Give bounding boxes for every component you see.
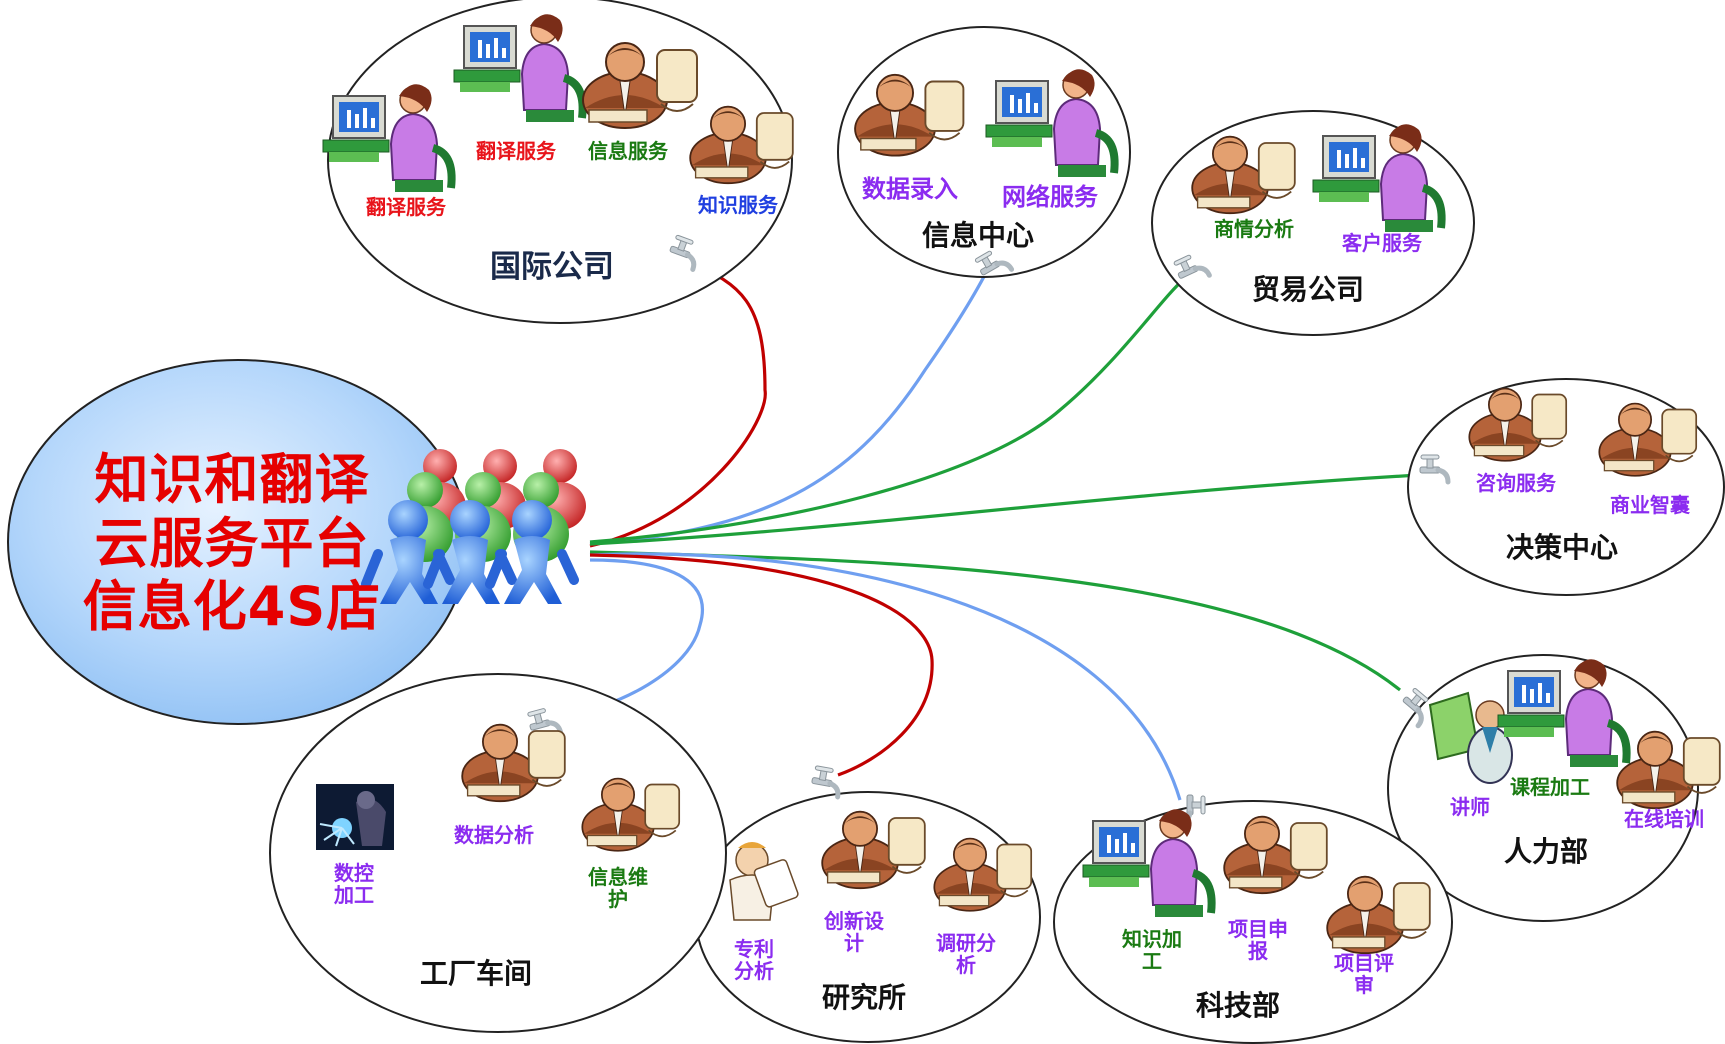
node-renli-item: 在线培训 <box>1624 807 1704 831</box>
node-gongchang-item: 数控 加工 <box>334 862 374 907</box>
node-keji-item: 项目申 报 <box>1228 918 1288 963</box>
hub-title: 知识和翻译 云服务平台 信息化4S店 <box>82 448 382 639</box>
node-gongchang-item-line: 加工 <box>334 883 374 908</box>
node-yanjiu-title: 研究所 <box>822 981 907 1014</box>
node-juece-title: 决策中心 <box>1506 531 1619 564</box>
node-keji-item: 项目评 审 <box>1334 952 1394 997</box>
link-renli <box>589 550 1401 692</box>
node-maoyi-item: 客户服务 <box>1342 231 1422 255</box>
hub-line3: 信息化4S店 <box>82 575 382 639</box>
link-juece <box>589 473 1421 546</box>
node-gongchang-item-line: 数控 <box>334 861 374 885</box>
link-guoji <box>589 260 767 548</box>
node-guoji-item: 翻译服务 <box>476 139 556 163</box>
node-gongchang-title: 工厂车间 <box>420 957 533 990</box>
node-yanjiu-item: 创新设 计 <box>824 910 884 955</box>
link-yanjiu <box>589 553 934 777</box>
node-keji-item-line: 项目申 <box>1228 917 1288 941</box>
node-yanjiu-item-line: 析 <box>956 953 976 978</box>
node-yanjiu-item-line: 计 <box>844 931 864 956</box>
node-keji-item-line: 报 <box>1248 939 1268 964</box>
node-yanjiu-item-line: 创新设 <box>824 909 884 933</box>
node-guoji-title: 国际公司 <box>490 249 614 285</box>
node-yanjiu-item-line: 分析 <box>734 959 774 984</box>
node-xinxi-item: 数据录入 <box>862 175 958 203</box>
node-keji-item-line: 项目评 <box>1334 951 1394 975</box>
node-juece-item: 咨询服务 <box>1476 471 1556 495</box>
node-yanjiu-item-line: 调研分 <box>936 931 996 955</box>
node-gongchang-item-line: 信息维 <box>588 865 648 889</box>
node-yanjiu-item-line: 专利 <box>734 937 774 961</box>
node-gongchang-item-line: 护 <box>608 887 628 912</box>
welder-icon <box>316 784 394 850</box>
node-gongchang-item: 数据分析 <box>454 823 534 847</box>
node-guoji-item: 翻译服务 <box>366 195 446 219</box>
link-keji <box>589 552 1182 801</box>
node-gongchang-ellipse <box>269 673 727 1033</box>
node-renli-title: 人力部 <box>1504 835 1589 868</box>
team-icon <box>361 449 586 604</box>
link-xinxi <box>589 264 992 546</box>
node-yanjiu-item: 调研分 析 <box>936 932 996 977</box>
node-maoyi-title: 贸易公司 <box>1252 273 1365 306</box>
faucet-icon <box>810 765 842 796</box>
hub-line1: 知识和翻译 <box>94 448 370 511</box>
lecturer-icon <box>1428 691 1513 784</box>
node-yanjiu-item: 专利 分析 <box>734 938 774 983</box>
link-maoyi <box>589 276 1187 544</box>
node-juece-item: 商业智囊 <box>1610 493 1690 517</box>
node-renli-item: 课程加工 <box>1510 775 1590 799</box>
node-keji-title: 科技部 <box>1196 989 1281 1022</box>
node-guoji-item: 信息服务 <box>588 139 668 163</box>
node-keji-item-line: 知识加 <box>1122 927 1182 951</box>
node-xinxi-title: 信息中心 <box>922 219 1035 252</box>
node-xinxi-item: 网络服务 <box>1002 183 1098 211</box>
node-keji-item-line: 工 <box>1142 949 1162 974</box>
node-gongchang-item: 信息维 护 <box>588 866 648 911</box>
node-maoyi-item: 商情分析 <box>1214 217 1294 241</box>
node-keji-item-line: 审 <box>1354 973 1374 998</box>
node-keji-item: 知识加 工 <box>1122 928 1182 973</box>
node-guoji-item: 知识服务 <box>698 193 778 217</box>
hub-line2: 云服务平台 <box>94 511 370 575</box>
researcher-icon <box>729 842 799 921</box>
node-renli-item: 讲师 <box>1450 795 1490 819</box>
